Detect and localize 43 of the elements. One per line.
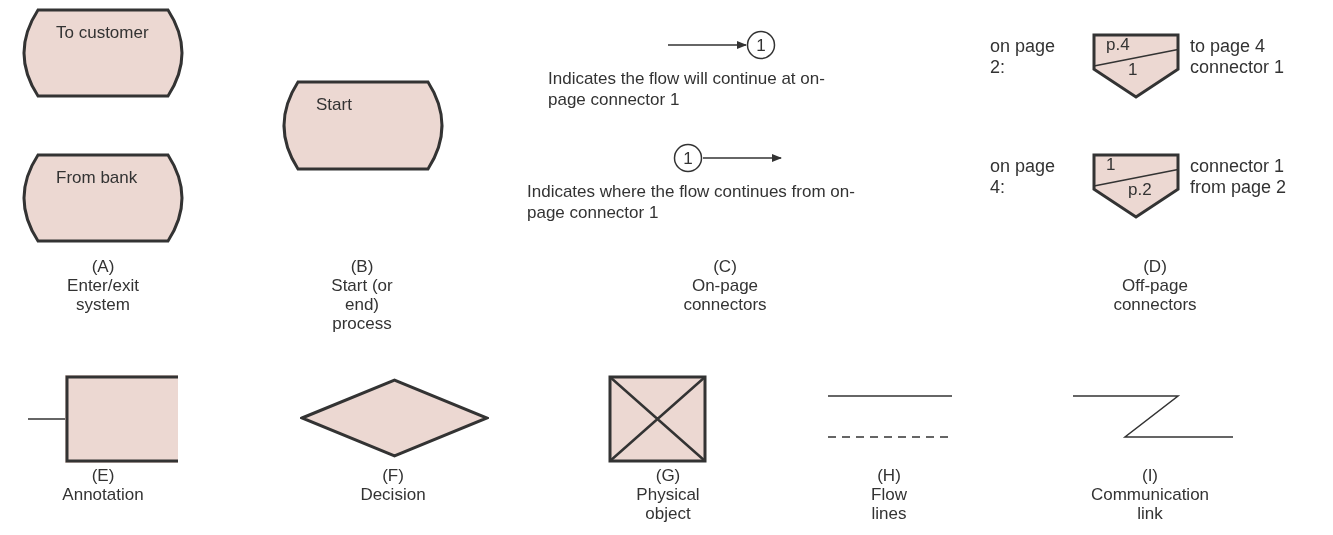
connector-circle [673,143,703,173]
connector-number: 1 [683,149,693,167]
note-text: Indicates where the flow continues from on-page connector 1 [527,181,856,223]
off-page-connector [1092,153,1180,219]
arrow [667,40,748,50]
shape-text: p.4 [1106,36,1130,54]
note-text: to page 4 connector 1 [1190,36,1286,78]
note-text: on page 2: [990,36,1057,78]
connector-line [27,418,66,420]
note-text: on page 4: [990,156,1057,198]
shape-text: p.2 [1128,181,1152,199]
figure-letter: (A) [90,257,116,276]
figure-letter: (B) [349,257,375,276]
note-text: connector 1 from page 2 [1190,156,1288,198]
symbol-caption: Off-page connectors [1112,276,1198,314]
annotation-bracket [65,375,178,463]
shape-text: 1 [1128,61,1138,79]
figure-letter: (F) [381,466,405,485]
figure-letter: (H) [876,466,902,485]
symbol-caption: Annotation [61,485,145,504]
crossed-box [608,375,707,463]
arrow [702,153,783,163]
symbol-caption: Decision [359,485,427,504]
figure-letter: (E) [90,466,116,485]
symbol-caption: Enter/exit system [66,276,140,314]
connector-circle [746,30,776,60]
shape-text: Start [316,94,353,116]
symbol-caption: Communication link [1089,485,1211,523]
figure-letter: (G) [654,466,682,485]
off-page-connector [1092,33,1180,99]
symbol-caption: Physical object [635,485,701,523]
note-text: Indicates the flow will continue at on-page connector 1 [548,68,826,110]
figure-letter: (D) [1142,257,1168,276]
figure-letter: (C) [712,257,738,276]
shape-text: From bank [56,167,139,189]
connector-number: 1 [756,36,766,54]
figure-letter: (I) [1140,466,1159,485]
decision-diamond [300,378,489,458]
symbol-caption: Start (or end) process [330,276,394,333]
symbol-caption: Flow lines [870,485,908,523]
symbol-caption: On-page connectors [682,276,768,314]
shape-text: 1 [1106,156,1116,174]
shape-text: To customer [56,22,150,44]
